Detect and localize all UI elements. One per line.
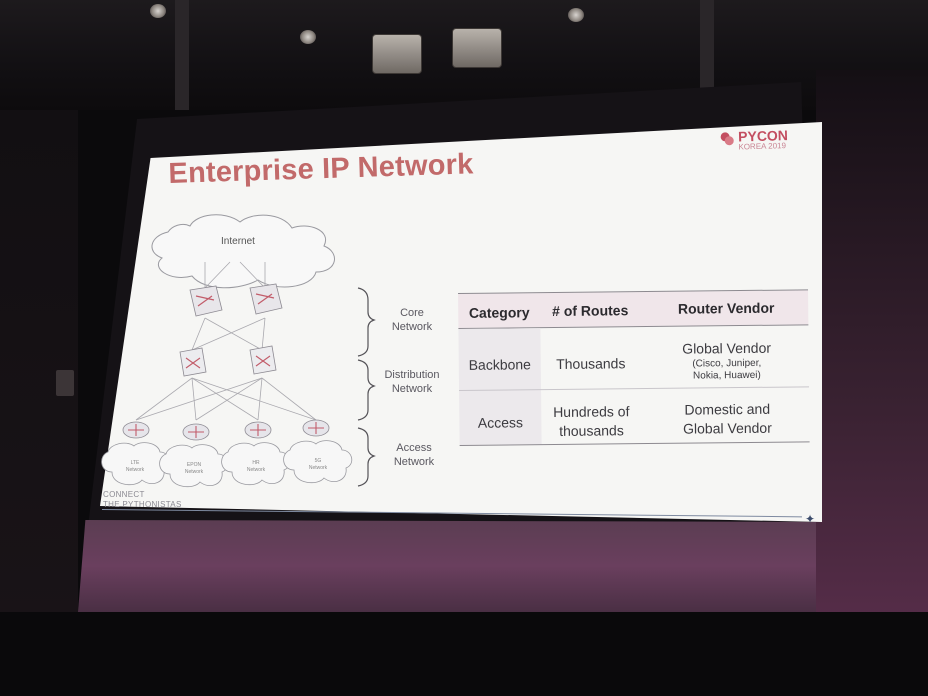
core-switch-icon bbox=[189, 285, 223, 317]
floor bbox=[0, 612, 928, 696]
access-router-icon bbox=[182, 423, 210, 441]
core-switch-icon bbox=[249, 283, 283, 315]
tier-label-line: Network bbox=[391, 383, 433, 395]
ceiling-speaker bbox=[452, 28, 502, 68]
cloud-label: Network bbox=[126, 467, 145, 473]
access-cloud: EPON Network bbox=[159, 444, 229, 488]
sparkle-icon: ✦ bbox=[805, 512, 816, 526]
cell-category: Access bbox=[477, 414, 524, 431]
cell-vendor: Domestic and bbox=[684, 400, 771, 418]
right-wall bbox=[816, 70, 928, 690]
footer-line: CONNECT bbox=[103, 490, 145, 499]
internet-label: Internet bbox=[221, 236, 255, 247]
routing-table: Category # of Routes Router Vendor Backb… bbox=[458, 286, 810, 450]
cloud-label: 5G bbox=[315, 458, 322, 464]
distribution-network-label: Distribution Network bbox=[372, 368, 452, 396]
access-router-icon bbox=[302, 419, 330, 437]
cloud-label: Network bbox=[309, 465, 328, 471]
tier-label-line: Distribution bbox=[384, 369, 440, 381]
header-category: Category bbox=[468, 304, 530, 321]
access-cloud: HR Network bbox=[221, 442, 291, 486]
cell-routes: Hundreds of bbox=[553, 403, 630, 421]
cloud-label: Network bbox=[185, 469, 204, 475]
cloud-label: EPON bbox=[187, 462, 202, 468]
ceiling-speaker bbox=[372, 34, 422, 74]
cloud-label: HR bbox=[252, 460, 260, 466]
distribution-switch-icon bbox=[179, 347, 207, 377]
pycon-logo-icon bbox=[720, 132, 734, 146]
ceiling-light bbox=[150, 4, 166, 18]
tier-braces bbox=[357, 287, 376, 487]
footer-line: THE PYTHONISTAS bbox=[103, 500, 182, 509]
cell-category: Backbone bbox=[468, 356, 532, 373]
screen-bottom-band bbox=[78, 520, 816, 612]
distribution-switch-icon bbox=[249, 345, 277, 375]
ceiling-light bbox=[300, 30, 316, 44]
cell-vendor: Global Vendor bbox=[683, 419, 772, 437]
cloud-label: LTE bbox=[131, 460, 140, 466]
cell-vendor: Global Vendor bbox=[682, 339, 772, 357]
header-routes: # of Routes bbox=[552, 302, 629, 320]
internet-cloud: Internet bbox=[151, 214, 335, 289]
slide-footer: CONNECT THE PYTHONISTAS bbox=[103, 490, 182, 510]
cell-vendor-note: Nokia, Huawei) bbox=[692, 369, 761, 382]
cloud-label: Network bbox=[247, 467, 266, 473]
cell-routes: Thousands bbox=[556, 355, 626, 372]
tier-label-line: Network bbox=[393, 456, 435, 468]
access-cloud: 5G Network bbox=[283, 440, 353, 484]
tier-label-line: Network bbox=[391, 321, 433, 333]
ceiling-light bbox=[568, 8, 584, 22]
wall-switch bbox=[56, 370, 74, 396]
access-network-label: Access Network bbox=[374, 441, 454, 469]
tier-label-line: Access bbox=[396, 442, 432, 454]
tier-label-line: Core bbox=[400, 307, 424, 319]
access-router-icon bbox=[122, 421, 150, 439]
core-network-label: Core Network bbox=[372, 306, 452, 334]
access-router-icon bbox=[244, 421, 272, 439]
left-wall bbox=[0, 110, 78, 696]
header-vendor: Router Vendor bbox=[677, 299, 775, 317]
ceiling-beam bbox=[700, 0, 714, 110]
cell-routes: thousands bbox=[559, 422, 624, 439]
diagram-links bbox=[135, 261, 317, 421]
ceiling-beam bbox=[175, 0, 189, 110]
